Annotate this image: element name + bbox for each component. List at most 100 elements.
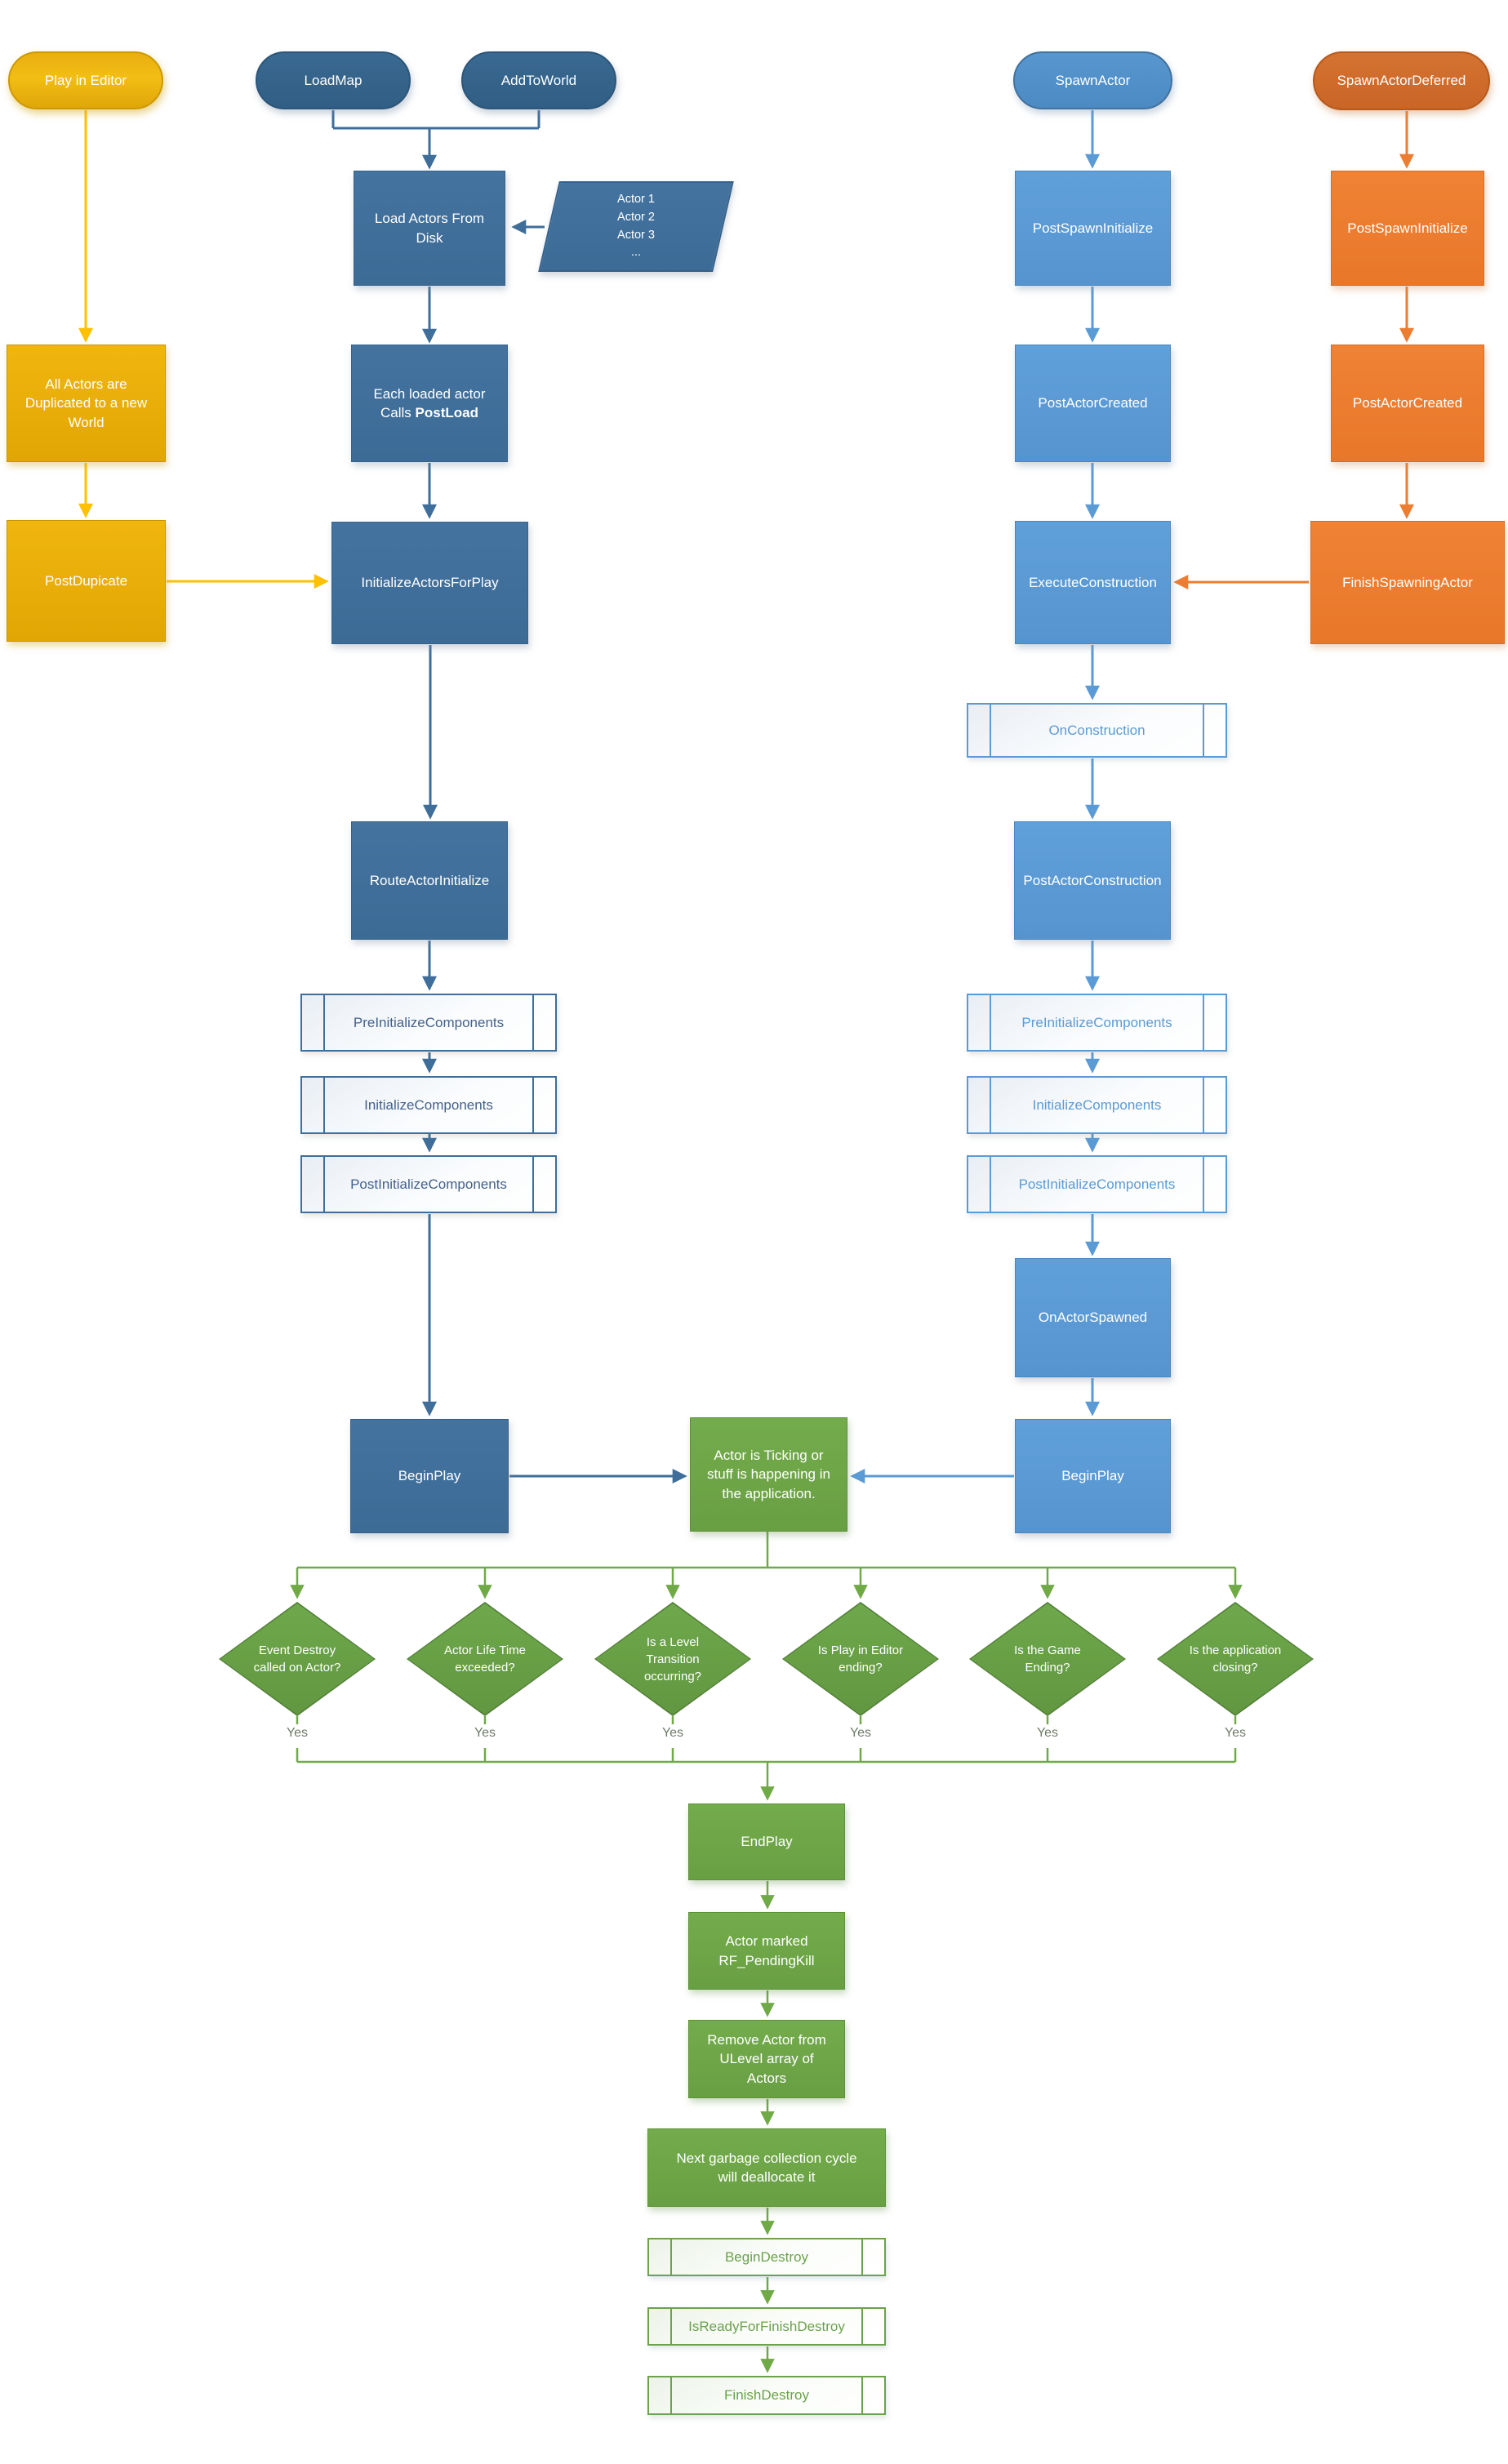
node-post-duplicate: PostDupicate xyxy=(7,520,166,642)
node-end-play: EndPlay xyxy=(688,1804,845,1880)
node-all-actors-duplicated: All Actors are Duplicated to a new World xyxy=(7,345,166,462)
node-post-spawn-initialize-orange: PostSpawnInitialize xyxy=(1331,171,1484,286)
node-label: PostInitializeComponents xyxy=(350,1176,507,1192)
node-actor-ticking: Actor is Ticking or stuff is happening i… xyxy=(690,1417,847,1532)
node-initialize-actors-for-play: InitializeActorsForPlay xyxy=(331,522,528,644)
branch-label-yes: Yes xyxy=(661,1726,684,1740)
node-post-spawn-initialize-blue: PostSpawnInitialize xyxy=(1015,171,1171,286)
node-label: OnActorSpawned xyxy=(1038,1310,1148,1326)
node-label: Is a Level Transition occurring? xyxy=(643,1635,702,1683)
node-remove-actor-from-ulevel: Remove Actor from ULevel array of Actors xyxy=(688,2020,845,2098)
decision-event-destroy: Event Destroy called on Actor? xyxy=(219,1602,376,1716)
node-label: IsReadyForFinishDestroy xyxy=(688,2318,845,2334)
node-label: RouteActorInitialize xyxy=(369,872,490,888)
node-label: PostActorCreated xyxy=(1038,395,1148,411)
node-label-line1: Each loaded actor xyxy=(373,385,486,402)
decision-pie-ending: Is Play in Editor ending? xyxy=(782,1602,939,1716)
flow-connector xyxy=(296,1748,1237,1763)
node-label: EndPlay xyxy=(741,1834,793,1850)
node-begin-destroy: BeginDestroy xyxy=(647,2238,886,2276)
decision-actor-lifetime: Actor Life Time exceeded? xyxy=(407,1602,563,1716)
node-label: Load Actors From Disk xyxy=(374,211,485,246)
node-label: PostActorCreated xyxy=(1352,395,1463,411)
node-begin-play-right: BeginPlay xyxy=(1015,1419,1171,1533)
node-begin-play-left: BeginPlay xyxy=(350,1419,509,1533)
branch-label-yes: Yes xyxy=(1036,1726,1059,1740)
node-label: PostInitializeComponents xyxy=(1018,1176,1176,1192)
node-label: FinishDestroy xyxy=(724,2387,809,2404)
node-execute-construction: ExecuteConstruction xyxy=(1015,521,1171,644)
node-post-actor-construction: PostActorConstruction xyxy=(1014,821,1171,940)
node-pre-initialize-components-left: PreInitializeComponents xyxy=(300,994,557,1052)
node-label: Play in Editor xyxy=(44,72,127,88)
node-load-actors-from-disk: Load Actors From Disk xyxy=(354,171,505,286)
flow-connector xyxy=(296,1716,1237,1724)
node-post-initialize-components-left: PostInitializeComponents xyxy=(300,1155,557,1213)
node-label: LoadMap xyxy=(304,72,363,88)
node-label: Is the Game Ending? xyxy=(1014,1643,1081,1675)
node-spawn-actor-deferred: SpawnActorDeferred xyxy=(1313,51,1490,110)
node-label: SpawnActor xyxy=(1055,72,1131,88)
node-spawn-actor: SpawnActor xyxy=(1013,51,1172,109)
node-label: BeginDestroy xyxy=(724,2248,809,2265)
node-finish-destroy: FinishDestroy xyxy=(647,2376,886,2415)
node-pre-initialize-components-right: PreInitializeComponents xyxy=(967,994,1227,1052)
node-label: PreInitializeComponents xyxy=(353,1014,505,1030)
flow-connector xyxy=(297,1532,1235,1569)
node-post-actor-created-blue: PostActorCreated xyxy=(1015,345,1171,462)
node-label: Actor marked RF_PendingKill xyxy=(718,1933,815,1968)
node-label: BeginPlay xyxy=(1061,1468,1124,1484)
node-finish-spawning-actor: FinishSpawningActor xyxy=(1310,521,1505,644)
node-label: Actor is Ticking or stuff is happening i… xyxy=(707,1447,830,1501)
node-is-ready-for-finish-destroy: IsReadyForFinishDestroy xyxy=(647,2307,886,2346)
node-label: Next garbage collection cycle will deall… xyxy=(676,2150,857,2185)
node-label: InitializeActorsForPlay xyxy=(361,575,499,591)
flow-connector xyxy=(331,110,540,130)
node-label: InitializeComponents xyxy=(1032,1096,1162,1113)
node-initialize-components-left: InitializeComponents xyxy=(300,1076,557,1134)
decision-level-transition: Is a Level Transition occurring? xyxy=(594,1602,751,1716)
node-label: Actor 1 Actor 2 Actor 3 ... xyxy=(617,193,655,260)
branch-label-yes: Yes xyxy=(286,1726,309,1740)
node-label: Event Destroy called on Actor? xyxy=(253,1643,341,1675)
node-label: Is the application closing? xyxy=(1189,1643,1282,1675)
node-actor-marked-pending-kill: Actor marked RF_PendingKill xyxy=(688,1912,845,1990)
node-add-to-world: AddToWorld xyxy=(461,51,616,109)
node-label: PostSpawnInitialize xyxy=(1032,220,1154,236)
node-on-construction: OnConstruction xyxy=(967,703,1227,758)
node-initialize-components-right: InitializeComponents xyxy=(967,1076,1227,1134)
node-load-map: LoadMap xyxy=(256,51,411,109)
node-play-in-editor: Play in Editor xyxy=(8,51,163,109)
node-label: AddToWorld xyxy=(500,72,577,88)
node-label: ExecuteConstruction xyxy=(1029,574,1157,590)
node-label: Remove Actor from ULevel array of Actors xyxy=(707,2031,826,2086)
node-label: PostDupicate xyxy=(44,572,128,589)
node-label: OnConstruction xyxy=(1048,722,1145,738)
node-label: FinishSpawningActor xyxy=(1342,574,1473,590)
node-on-actor-spawned: OnActorSpawned xyxy=(1015,1258,1171,1377)
node-label: Is Play in Editor ending? xyxy=(817,1643,904,1675)
branch-label-yes: Yes xyxy=(849,1726,872,1740)
node-label: InitializeComponents xyxy=(364,1096,493,1113)
decision-application-closing: Is the application closing? xyxy=(1157,1602,1314,1716)
node-label: Actor Life Time exceeded? xyxy=(443,1643,527,1675)
node-label-line2: Calls xyxy=(380,405,416,420)
node-label: BeginPlay xyxy=(398,1468,461,1484)
node-route-actor-initialize: RouteActorInitialize xyxy=(351,821,508,940)
node-post-initialize-components-right: PostInitializeComponents xyxy=(967,1155,1227,1213)
node-post-actor-created-orange: PostActorCreated xyxy=(1331,345,1484,462)
node-label: PostSpawnInitialize xyxy=(1347,220,1468,236)
node-label: PreInitializeComponents xyxy=(1021,1014,1172,1030)
node-garbage-collection: Next garbage collection cycle will deall… xyxy=(647,2128,886,2207)
branch-label-yes: Yes xyxy=(1224,1726,1247,1740)
node-label: All Actors are Duplicated to a new World xyxy=(24,376,148,430)
node-actor-list-data: Actor 1 Actor 2 Actor 3 ... xyxy=(549,181,723,272)
node-label-postload-bold: PostLoad xyxy=(415,405,478,420)
node-label: SpawnActorDeferred xyxy=(1337,73,1466,89)
decision-game-ending: Is the Game Ending? xyxy=(969,1602,1126,1716)
branch-label-yes: Yes xyxy=(474,1726,496,1740)
